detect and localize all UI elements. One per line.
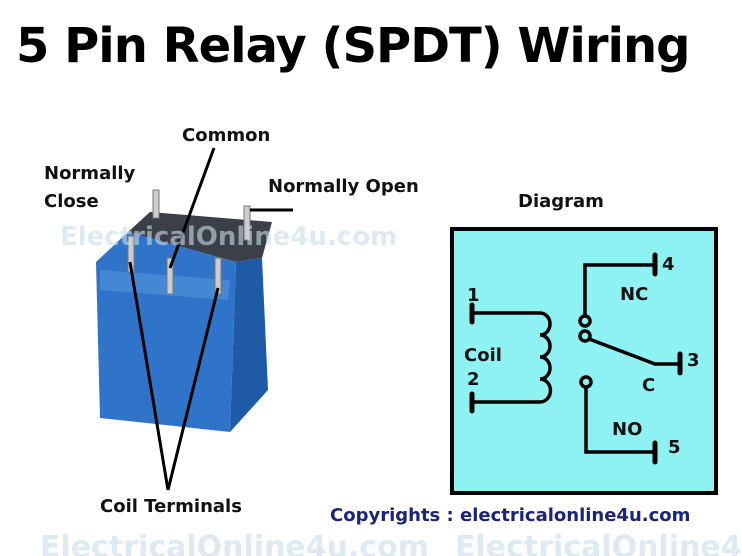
no-wire bbox=[584, 386, 657, 454]
watermark: ElectricalOnline4u.com bbox=[455, 530, 742, 556]
coil-label: Coil bbox=[464, 345, 502, 366]
coil-pointer bbox=[128, 261, 170, 491]
pin bbox=[152, 189, 160, 219]
watermark: ElectricalOnline4u.com bbox=[60, 222, 398, 252]
relay-side-face bbox=[230, 258, 268, 432]
label-common: Common bbox=[182, 125, 271, 146]
common-pointer bbox=[168, 147, 216, 269]
nc-contact bbox=[578, 314, 592, 328]
pin-5-label: 5 bbox=[668, 437, 681, 458]
coil-pointer bbox=[166, 287, 220, 491]
c-label: C bbox=[642, 375, 656, 396]
pin bbox=[243, 205, 251, 241]
diagram-heading: Diagram bbox=[518, 191, 604, 212]
coil-winding bbox=[470, 311, 553, 404]
pin-1-label: 1 bbox=[467, 285, 480, 306]
relay-top-face bbox=[128, 212, 272, 262]
label-normally-close-1: Normally bbox=[44, 163, 136, 184]
nc-wire bbox=[583, 263, 657, 317]
pin-3-label: 3 bbox=[687, 350, 700, 371]
label-normally-open: Normally Open bbox=[268, 176, 419, 197]
pin-4-label: 4 bbox=[662, 254, 675, 275]
no-contact bbox=[579, 375, 593, 389]
no-label: NO bbox=[612, 419, 643, 440]
page-title: 5 Pin Relay (SPDT) Wiring bbox=[16, 18, 690, 74]
label-normally-close-2: Close bbox=[44, 191, 99, 212]
pin bbox=[166, 257, 174, 295]
copyright: Copyrights : electricalonline4u.com bbox=[330, 505, 691, 526]
pin-2-label: 2 bbox=[467, 369, 480, 390]
label-coil-terminals: Coil Terminals bbox=[100, 496, 242, 517]
watermark: ElectricalOnline4u.com bbox=[40, 530, 430, 556]
common-arm bbox=[587, 337, 682, 366]
nc-label: NC bbox=[620, 284, 649, 305]
